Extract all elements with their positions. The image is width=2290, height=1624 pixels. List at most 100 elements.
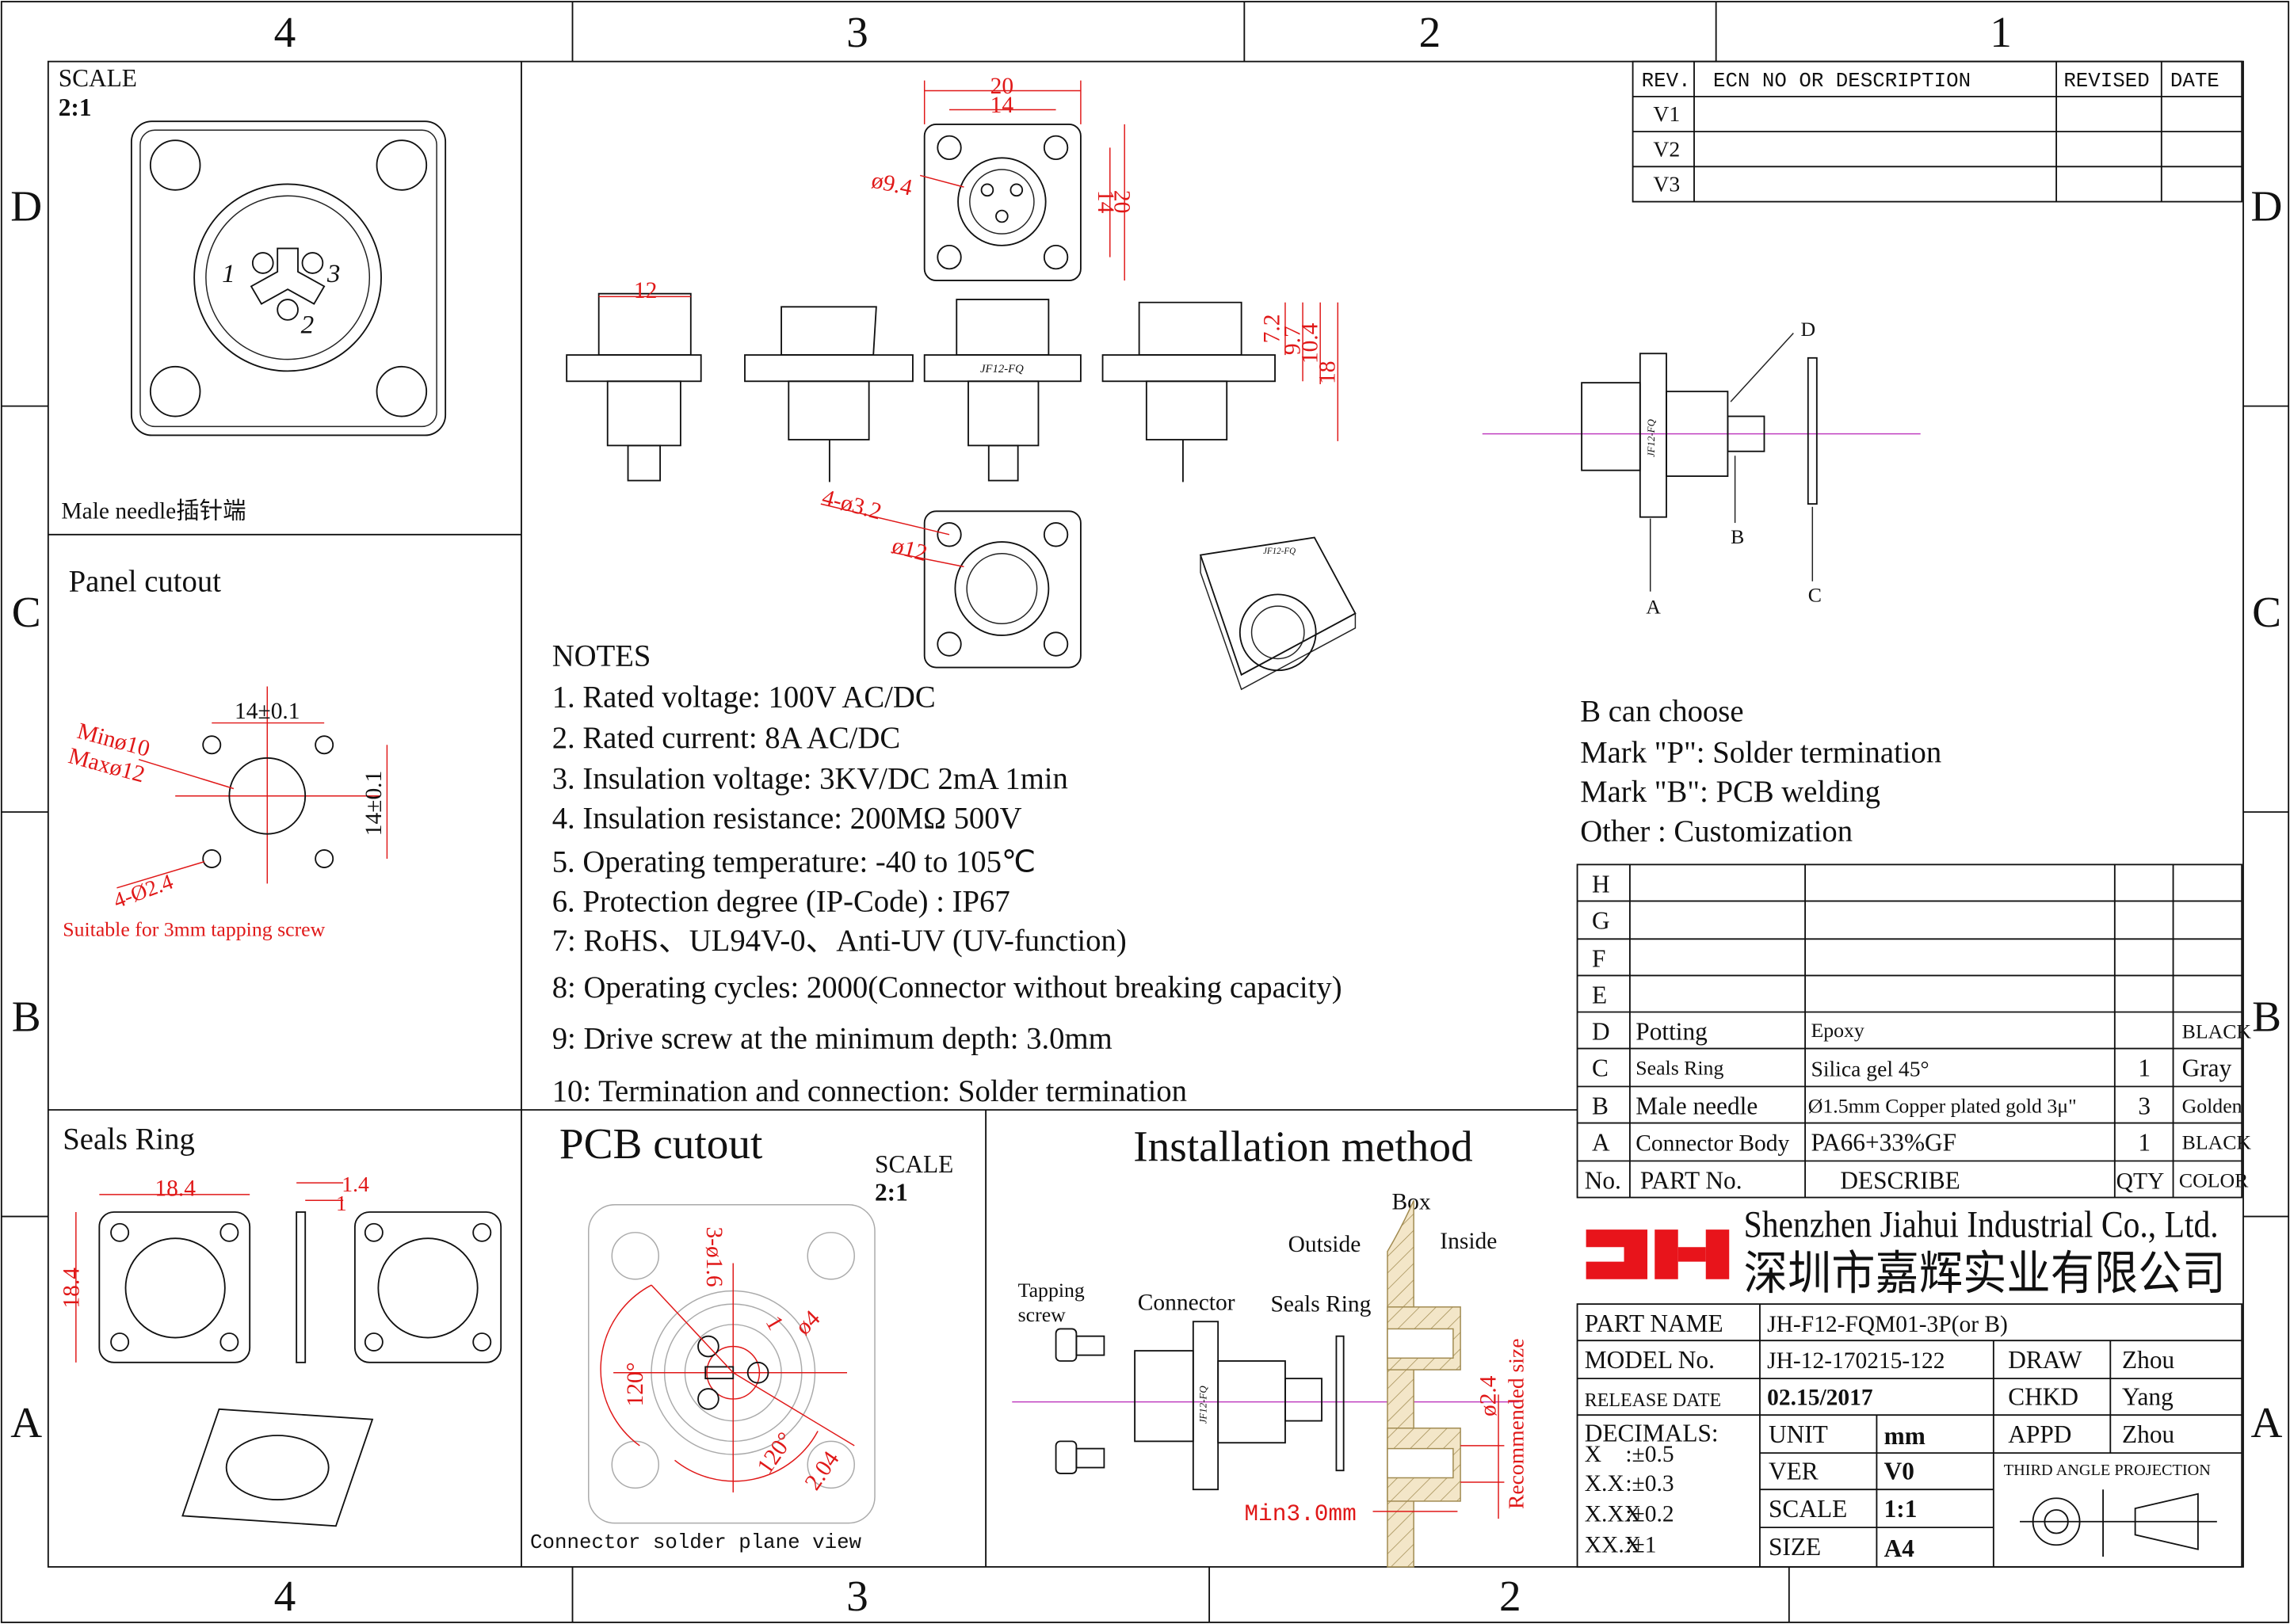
bom-no: C (1592, 1054, 1609, 1082)
callout-a: A (1646, 595, 1661, 618)
bom-no: F (1592, 944, 1605, 972)
termination-options: B can choose Mark "P": Solder terminatio… (1580, 696, 1941, 848)
front-view-caption: Male needle插针端 (61, 498, 246, 524)
rear-view: 4-ø3.2 ø12 (819, 485, 1082, 669)
bom-color: BLACK (2182, 1020, 2252, 1043)
bom-header-qty: QTY (2116, 1169, 2165, 1195)
dim-h3: 10.4 (1297, 322, 1322, 364)
bom-no: E (1592, 981, 1607, 1008)
pcb-caption: Connector solder plane view (530, 1531, 861, 1554)
appd-value: Zhou (2122, 1420, 2174, 1448)
bom-color: BLACK (2182, 1131, 2252, 1154)
marking-side: JF12-FQ (980, 363, 1024, 376)
bom-color: Gray (2182, 1054, 2232, 1082)
panel-holes: 4-Ø2.4 (110, 869, 177, 913)
decimal-xxdx-tol: :±1 (1625, 1532, 1656, 1557)
chkd-value: Yang (2122, 1382, 2174, 1410)
zone-row-c: C (12, 588, 41, 636)
dim-holes: 4-ø3.2 (819, 485, 884, 525)
bom-desc: Ø1.5mm Copper plated gold 3μ" (1808, 1095, 2077, 1118)
marking-install: JF12-FQ (1197, 1386, 1208, 1424)
model-value: JH-12-170215-122 (1767, 1348, 1945, 1374)
recommended-size: Recommended size (1503, 1338, 1528, 1509)
rev-header: REV. (1642, 70, 1691, 93)
zone-col-3-bottom: 3 (846, 1572, 868, 1620)
bom-qty: 3 (2138, 1092, 2151, 1120)
dim-width-outer: 20 (990, 74, 1013, 99)
zone-row-b: B (12, 992, 41, 1040)
bom-part: Connector Body (1635, 1131, 1789, 1157)
appd-label: APPD (2008, 1420, 2071, 1448)
pcb-scale-value: 2:1 (875, 1178, 908, 1206)
rev-v3: V3 (1653, 172, 1680, 196)
side-views: 12 JF12-FQ 7.2 9.7 10.4 18 (566, 278, 1341, 482)
note-item: 9: Drive screw at the minimum depth: 3.0… (552, 1023, 1113, 1056)
company-block: Shenzhen Jiahui Industrial Co., Ltd. 深圳市… (1586, 1203, 2226, 1300)
zone-row-a-right: A (2251, 1398, 2283, 1447)
side-view-callouts: JF12-FQ D B A C (1482, 318, 1921, 618)
model-label: MODEL No. (1585, 1346, 1715, 1374)
panel-cutout: Panel cutout 14±0.1 14±0.1 Minø10 Maxø12… (63, 566, 388, 941)
zone-col-3: 3 (846, 8, 868, 56)
pcb-angle-2: 120° (753, 1428, 799, 1478)
pin-label-2: 2 (301, 310, 315, 339)
projection-label: THIRD ANGLE PROJECTION (2004, 1462, 2212, 1479)
title-block: PART NAME JH-F12-FQM01-3P(or B) MODEL No… (1576, 1303, 2243, 1568)
note-item: 2. Rated current: 8A AC/DC (552, 722, 900, 755)
decimal-x: X (1585, 1442, 1601, 1467)
options-title: B can choose (1580, 696, 1743, 729)
bom-no: A (1592, 1129, 1610, 1157)
bom-header-color: COLOR (2179, 1169, 2249, 1192)
bom-desc: Silica gel 45° (1811, 1057, 1929, 1081)
zone-col-4: 4 (274, 8, 296, 56)
option-item: Mark "B": PCB welding (1580, 776, 1880, 809)
pcb-holes: 3-ø1.6 (701, 1226, 727, 1287)
panel-dim-h: 14±0.1 (235, 699, 300, 724)
label-connector: Connector (1138, 1290, 1235, 1316)
bom-color: Golden (2182, 1095, 2242, 1118)
note-item: 4. Insulation resistance: 200MΩ 500V (552, 802, 1022, 835)
company-name-cn: 深圳市嘉辉实业有限公司 (1744, 1248, 2226, 1300)
note-item: 8: Operating cycles: 2000(Connector with… (552, 971, 1342, 1005)
rev-v2: V2 (1653, 136, 1680, 161)
chkd-label: CHKD (2008, 1382, 2078, 1410)
dim-side-width: 12 (634, 278, 657, 303)
notes-title: NOTES (552, 640, 651, 673)
note-item: 5. Operating temperature: -40 to 105℃ (552, 846, 1036, 879)
pin-label-1: 1 (222, 259, 235, 288)
bom-qty: 1 (2138, 1129, 2151, 1157)
zone-col-2-bottom: 2 (1499, 1572, 1521, 1620)
option-item: Mark "P": Solder termination (1580, 736, 1941, 769)
bom-header-desc: DESCRIBE (1840, 1167, 1960, 1195)
dim-h4: 18 (1315, 360, 1341, 383)
ver-label: VER (1769, 1457, 1819, 1485)
dim-dia: ø9.4 (869, 168, 914, 201)
scale-label: SCALE (59, 64, 137, 92)
revision-table: REV. ECN NO OR DESCRIPTION REVISED DATE … (1632, 60, 2243, 203)
pcb-scale-label: SCALE (875, 1150, 953, 1178)
bom-no: H (1592, 870, 1610, 898)
seals-ring-title: Seals Ring (63, 1123, 195, 1157)
note-item: 1. Rated voltage: 100V AC/DC (552, 680, 936, 714)
unit-label: UNIT (1769, 1420, 1828, 1448)
note-item: 6. Protection degree (IP-Code) : IP67 (552, 885, 1010, 918)
zone-row-d: D (10, 182, 42, 231)
third-angle-projection-icon (2020, 1489, 2217, 1557)
bom-desc: PA66+33%GF (1811, 1129, 1956, 1157)
draw-value: Zhou (2122, 1346, 2174, 1374)
ver-value: V0 (1884, 1457, 1914, 1485)
bom-header-part: PART No. (1640, 1167, 1742, 1195)
label-inside: Inside (1440, 1229, 1497, 1254)
dim-height-inner: 14 (1093, 190, 1118, 214)
isometric-view: JF12-FQ (1199, 536, 1357, 691)
pcb-dia: ø4 (791, 1306, 826, 1340)
callout-d: D (1801, 318, 1816, 341)
dim-h2: 9.7 (1280, 326, 1305, 355)
dim-width-inner: 14 (990, 93, 1014, 118)
date-header: DATE (2170, 70, 2219, 93)
bom-qty: 1 (2138, 1054, 2151, 1082)
scale-value: 2:1 (59, 93, 92, 121)
size-label: SIZE (1769, 1533, 1821, 1561)
